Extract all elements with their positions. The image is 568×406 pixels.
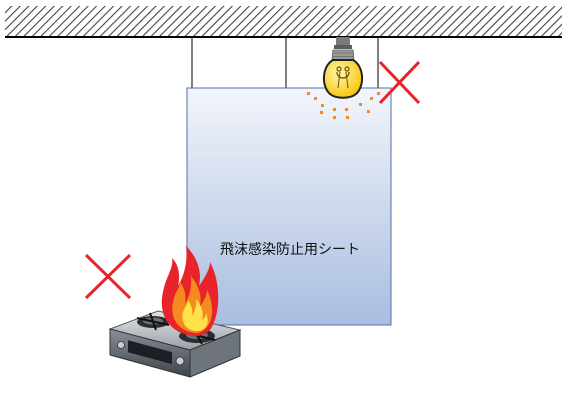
light-bulb-icon (323, 37, 363, 99)
droplet-prevention-sheet (186, 87, 392, 326)
warning-cross-flame (84, 253, 132, 300)
sheet-label: 飛沫感染防止用シート (220, 242, 360, 258)
warning-cross-light (378, 60, 421, 105)
ceiling-hatch (5, 6, 562, 36)
ceiling (5, 6, 562, 38)
gas-stove-icon (108, 310, 242, 378)
flame-icon (161, 246, 219, 336)
light-rays (307, 92, 380, 119)
